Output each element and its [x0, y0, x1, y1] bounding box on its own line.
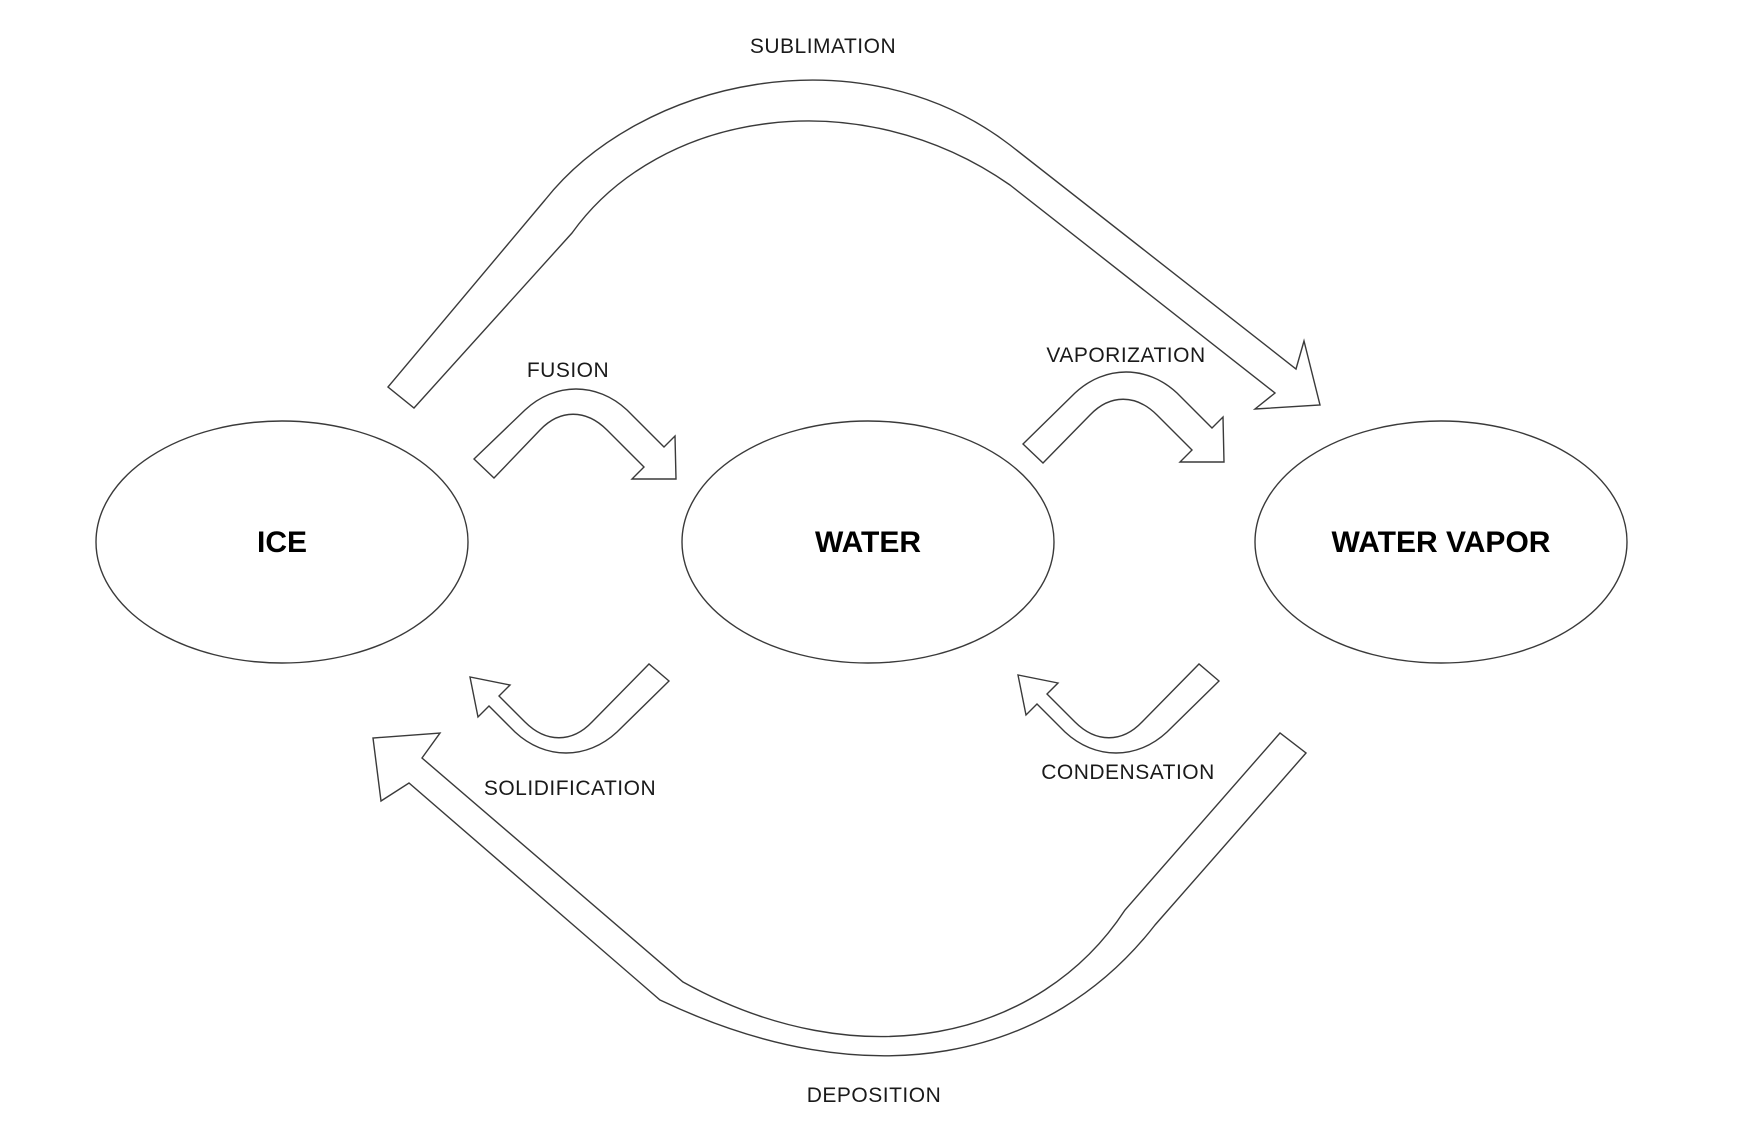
water-label: WATER — [815, 526, 921, 559]
condensation-arrow — [1017, 663, 1221, 754]
fusion-arrow — [472, 388, 677, 480]
water-ellipse — [681, 420, 1055, 664]
deposition-arrow — [372, 732, 1308, 1057]
solidification-arrow — [469, 663, 671, 754]
sublimation-arrow — [387, 79, 1321, 410]
deposition-label: DEPOSITION — [807, 1084, 942, 1107]
ice-ellipse — [95, 420, 469, 664]
vaporization-label: VAPORIZATION — [1046, 344, 1205, 367]
ice-label: ICE — [257, 526, 307, 559]
solidification-label: SOLIDIFICATION — [484, 777, 656, 800]
sublimation-label: SUBLIMATION — [750, 35, 896, 58]
water-vapor-label: WATER VAPOR — [1332, 526, 1551, 559]
vaporization-arrow — [1021, 371, 1225, 464]
condensation-label: CONDENSATION — [1041, 761, 1215, 784]
fusion-label: FUSION — [527, 359, 609, 382]
water-vapor-ellipse — [1254, 420, 1628, 664]
